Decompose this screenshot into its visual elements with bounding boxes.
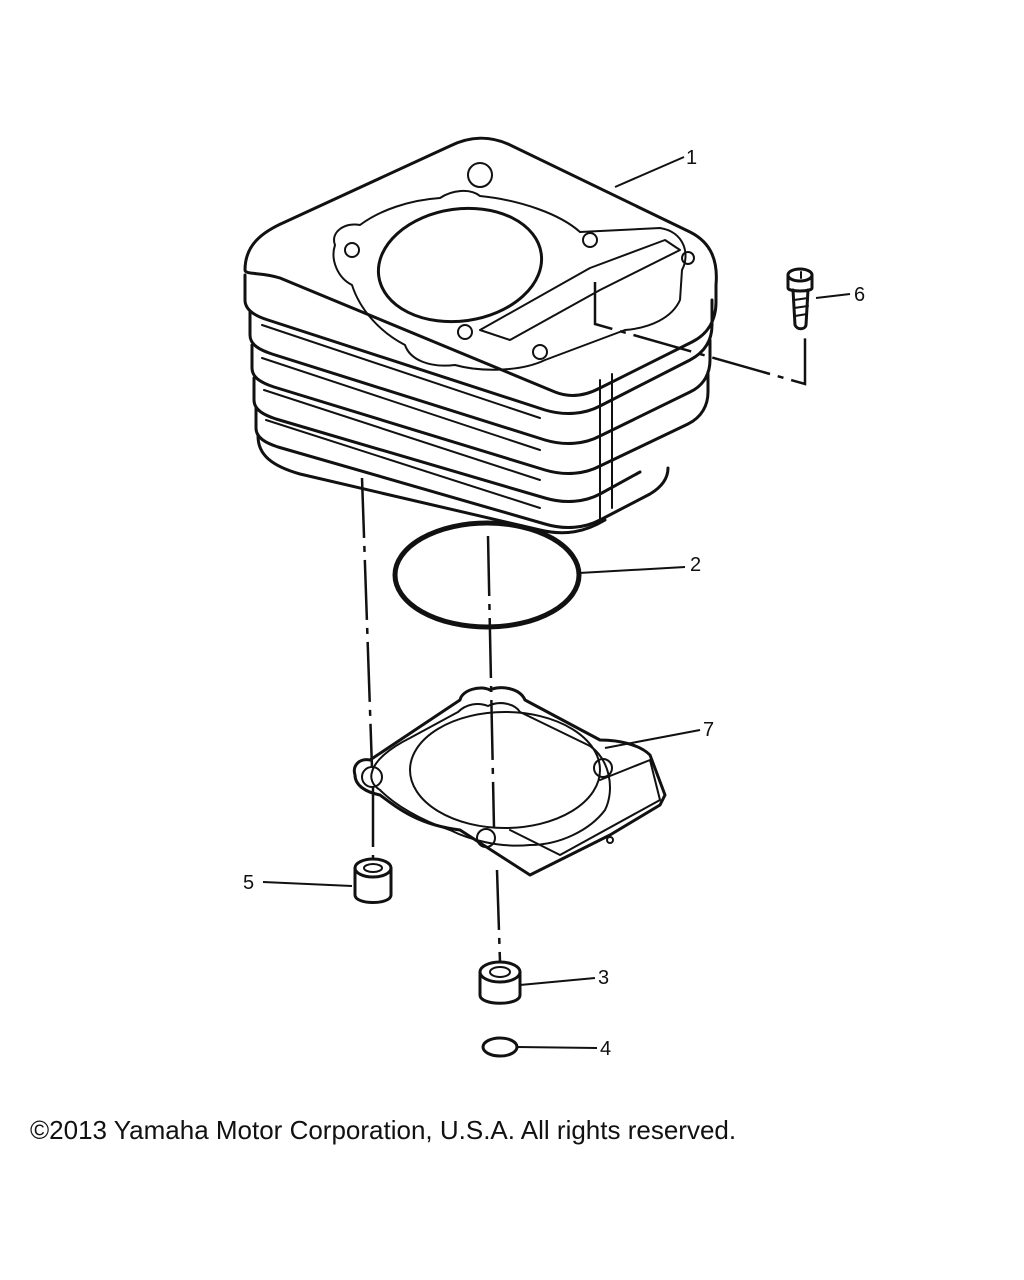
callout-5: 5: [243, 872, 254, 894]
o-ring-part: [392, 520, 582, 630]
assembly-centerlines: [360, 282, 807, 963]
callout-2: 2: [690, 554, 701, 576]
copyright-notice: ©2013 Yamaha Motor Corporation, U.S.A. A…: [30, 1115, 737, 1145]
bolt-part: [786, 267, 814, 331]
dowel-pin-rear-part: [353, 857, 393, 904]
leader-lines: [262, 156, 851, 1049]
callout-3: 3: [598, 967, 609, 989]
dowel-pin-front-part: [478, 960, 522, 1005]
gasket-part: [352, 686, 667, 877]
callout-1: 1: [686, 147, 697, 169]
callout-6: 6: [854, 284, 865, 306]
cylinder-part: [243, 136, 718, 535]
callout-4: 4: [600, 1038, 611, 1060]
small-o-ring-part: [481, 1036, 519, 1058]
callout-7: 7: [703, 719, 714, 741]
